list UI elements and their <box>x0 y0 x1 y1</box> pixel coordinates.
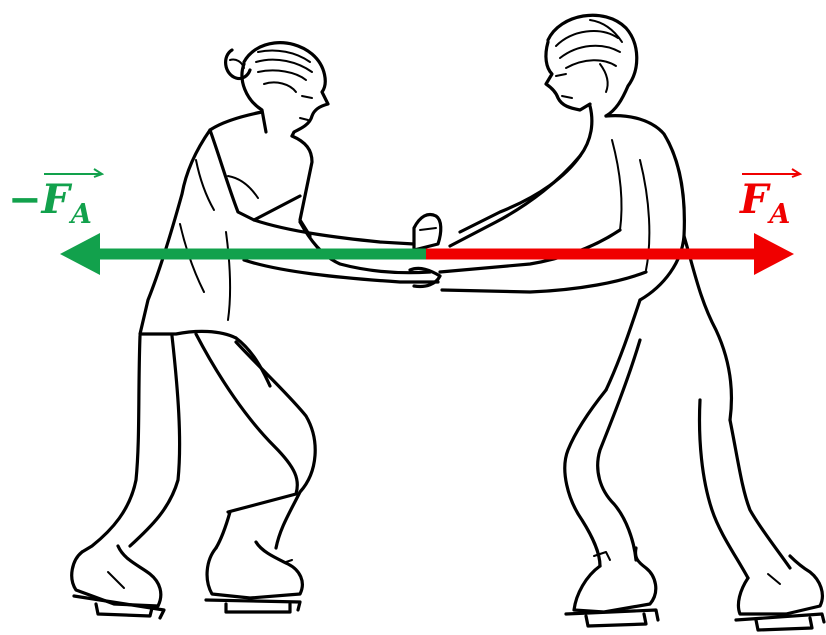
right-force-symbol: F <box>740 176 768 223</box>
left-force-label: −FA <box>8 180 92 220</box>
left-force-symbol: F <box>42 176 70 223</box>
left-force-prefix: − <box>8 176 42 223</box>
right-skater-figure <box>410 15 824 630</box>
right-force-label: FA <box>740 180 790 220</box>
left-force-arrowhead <box>60 233 100 275</box>
left-skater-figure <box>72 43 438 618</box>
right-force-subscript: A <box>769 199 790 230</box>
right-force-arrowhead <box>754 233 794 275</box>
left-force-subscript: A <box>71 199 92 230</box>
vector-arrow-icon <box>44 168 104 178</box>
vector-arrow-icon <box>742 168 802 178</box>
